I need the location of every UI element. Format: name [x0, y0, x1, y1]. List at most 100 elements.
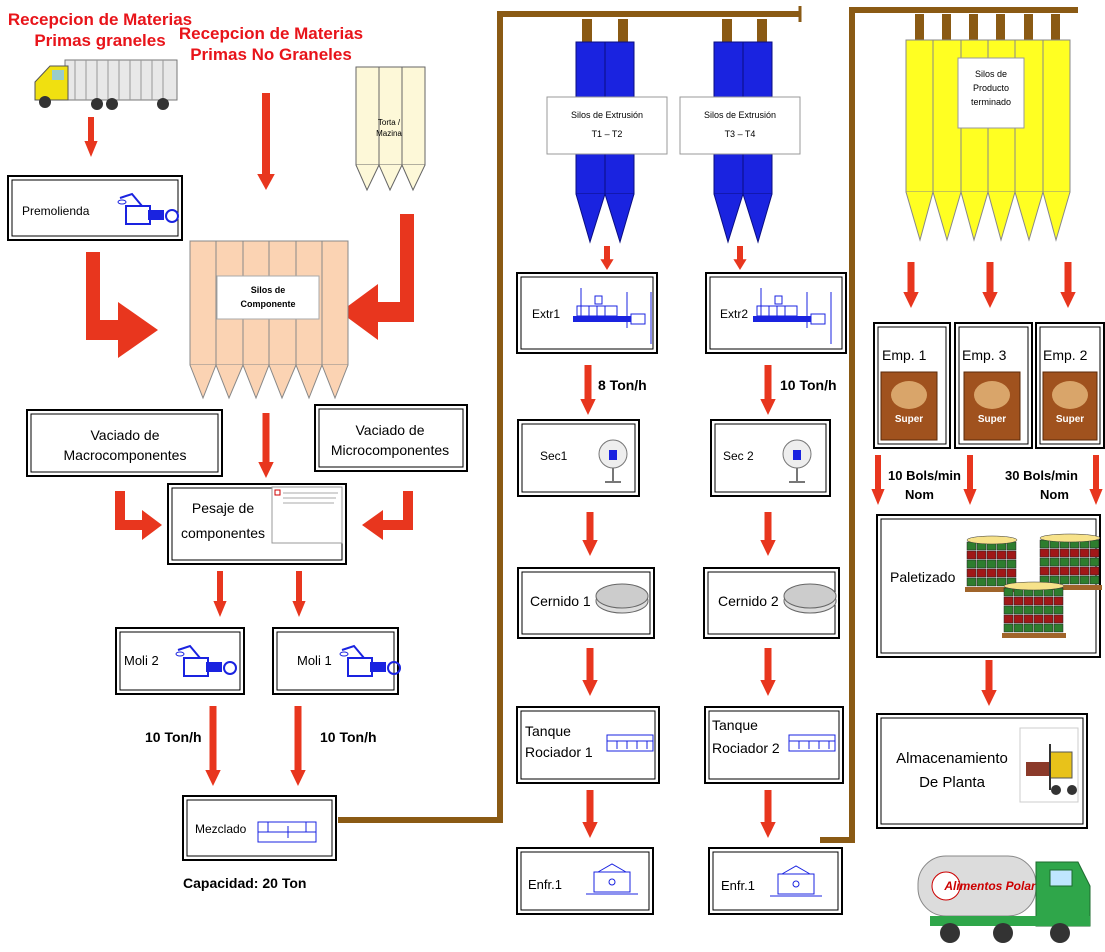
arrow-silo-emp3: [982, 262, 997, 308]
arrow-cernido2-tanque2: [760, 648, 775, 696]
vaciado-macro-line2: Macrocomponentes: [64, 447, 187, 463]
cernido2-label: Cernido 2: [718, 593, 779, 609]
box-moli1: [273, 628, 398, 694]
arrow-macro-pesaje: [115, 491, 162, 540]
enfr1b-label: Enfr.1: [721, 878, 755, 893]
rate-moli1: 10 Ton/h: [320, 729, 377, 745]
arrow-tanque2-enfr1: [760, 790, 775, 838]
product-bag-label-1: Super: [895, 414, 923, 425]
pesaje-line2: componentes: [181, 525, 265, 541]
componente-label-line1: Silos de: [251, 285, 286, 295]
componente-label-line2: Componente: [241, 299, 296, 309]
torta-silo: Torta / Mazina: [356, 67, 425, 190]
tanque1-line1: Tanque: [525, 723, 571, 739]
moli1-label: Moli 1: [297, 653, 332, 668]
product-bag-icon-1: Super: [881, 372, 937, 440]
arrow-emp2-paletizado: [1089, 455, 1102, 505]
silos-producto-terminado: Silos de Producto terminado: [906, 14, 1070, 240]
sec2-label: Sec 2: [723, 449, 754, 463]
granel-header-line1: Recepcion de Materias: [8, 10, 192, 29]
arrow-extr2-sec2: [760, 365, 775, 415]
emp3-label: Emp. 3: [962, 347, 1007, 363]
rate-moli2: 10 Ton/h: [145, 729, 202, 745]
pallet-stack-2: [1038, 534, 1102, 590]
producto-label-line3: terminado: [971, 97, 1011, 107]
arrow-emp1-paletizado: [871, 455, 884, 505]
arrow-paletizado-almacen: [981, 660, 996, 706]
arrow-granel: [84, 117, 97, 157]
torta-label-line1: Torta /: [378, 118, 401, 127]
rate-extr2: 10 Ton/h: [780, 377, 837, 393]
moli2-label: Moli 2: [124, 653, 159, 668]
arrow-silo-emp1: [903, 262, 918, 308]
arrow-micro-pesaje: [362, 491, 413, 540]
rate-emp-left-line1: 10 Bols/min: [888, 468, 961, 483]
arrow-silo2-extr2: [733, 246, 746, 270]
arrow-sec2-cernido2: [760, 512, 775, 556]
enfr1a-label: Enfr.1: [528, 877, 562, 892]
cernido1-label: Cernido 1: [530, 593, 591, 609]
sieve-icon-2: [784, 584, 836, 613]
vaciado-micro-line2: Microcomponentes: [331, 442, 449, 458]
pesaje-line1: Pesaje de: [192, 500, 254, 516]
arrow-cernido1-tanque1: [582, 648, 597, 696]
nogranel-header-line1: Recepcion de Materias: [179, 24, 363, 43]
arrow-sec1-cernido1: [582, 512, 597, 556]
extr2-label: Extr2: [720, 307, 748, 321]
arrow-pesaje-moli2a: [213, 571, 226, 617]
product-bag-icon-2: Super: [1043, 372, 1097, 440]
rate-extr1: 8 Ton/h: [598, 377, 647, 393]
arrow-moli1-mezclado: [290, 706, 305, 786]
granel-header-line2: Primas graneles: [34, 31, 165, 50]
scale-note-icon: [272, 487, 342, 543]
product-bag-label-3: Super: [978, 414, 1006, 425]
mezclado-label: Mezclado: [195, 822, 247, 836]
vaciado-micro-line1: Vaciado de: [355, 422, 424, 438]
torta-label-line2: Mazina: [376, 129, 402, 138]
capacity-label: Capacidad: 20 Ton: [183, 875, 306, 891]
box-vaciado-micro: [315, 405, 467, 471]
arrow-nogranel: [257, 93, 275, 190]
product-bag-icon-3: Super: [964, 372, 1020, 440]
sieve-icon-1: [596, 584, 648, 613]
arrow-silo1-extr1: [600, 246, 613, 270]
truck-brand-label: Alimentos Polar: [943, 879, 1037, 893]
rate-emp-right-line1: 30 Bols/min: [1005, 468, 1078, 483]
extrusion1-label-line2: T1 – T2: [592, 129, 623, 139]
arrow-emp3-paletizado: [963, 455, 976, 505]
process-boxes: [8, 176, 1104, 914]
arrow-tanque1-enfr1: [582, 790, 597, 838]
arrow-pesaje-moli1a: [292, 571, 305, 617]
emp1-label: Emp. 1: [882, 347, 927, 363]
vaciado-macro-line1: Vaciado de: [90, 427, 159, 443]
rate-emp-right-line2: Nom: [1040, 487, 1069, 502]
extrusion1-label-line1: Silos de Extrusión: [571, 110, 643, 120]
extrusion2-label-line1: Silos de Extrusión: [704, 110, 776, 120]
almacen-line1: Almacenamiento: [896, 750, 1008, 767]
product-bag-label-2: Super: [1056, 414, 1084, 425]
forklift-icon: [1020, 728, 1078, 802]
arrow-torta-componente: [340, 214, 414, 340]
pallet-stack-3: [1002, 582, 1066, 638]
box-vaciado-macro: [27, 410, 222, 476]
silos-componente: Silos de Componente: [190, 241, 348, 398]
silos-extrusion-2: Silos de Extrusión T3 – T4: [680, 19, 800, 242]
paletizado-label: Paletizado: [890, 569, 956, 585]
extr1-label: Extr1: [532, 307, 560, 321]
almacen-line2: De Planta: [919, 774, 986, 791]
extrusion2-label-line2: T3 – T4: [725, 129, 756, 139]
arrow-silo-emp2: [1060, 262, 1075, 308]
delivery-truck-icon: Alimentos Polar: [918, 856, 1090, 943]
tanque2-line2: Rociador 2: [712, 740, 780, 756]
grain-truck-icon: [35, 60, 177, 110]
silos-extrusion-1: Silos de Extrusión T1 – T2: [547, 19, 667, 242]
arrow-moli2-mezclado: [205, 706, 220, 786]
arrow-componente-pesaje: [258, 413, 273, 478]
producto-label-line2: Producto: [973, 83, 1009, 93]
sec1-label: Sec1: [540, 449, 568, 463]
premolienda-label: Premolienda: [22, 204, 90, 218]
arrow-premolienda-componente: [86, 252, 158, 358]
emp2-label: Emp. 2: [1043, 347, 1088, 363]
rate-emp-left-line2: Nom: [905, 487, 934, 502]
